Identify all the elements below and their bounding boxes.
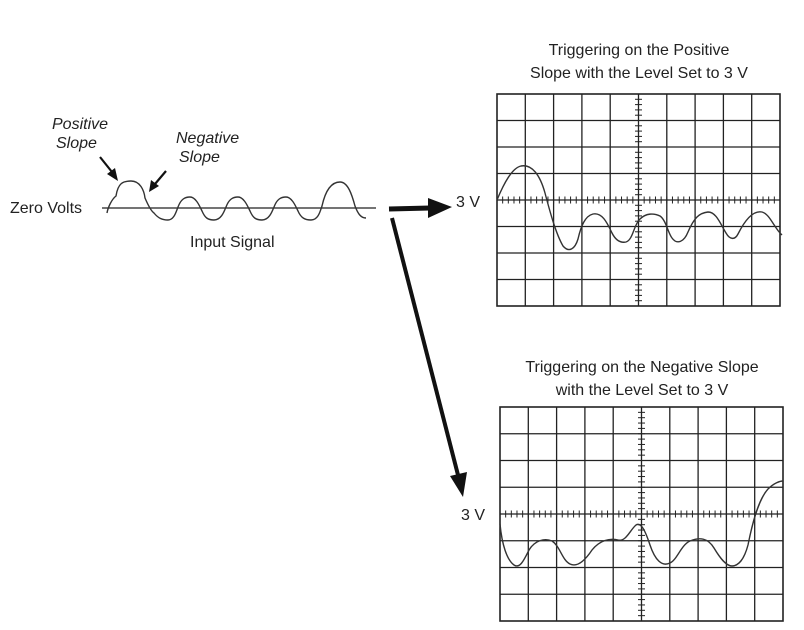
positive-scope-graticule [496,93,781,307]
negative-slope-label-line1: Negative [176,130,239,147]
arrow-to-negative-scope [390,217,467,497]
negative-slope-label-line2: Slope [179,149,220,166]
zero-volts-label: Zero Volts [10,200,82,217]
positive-slope-scope: Triggering on the Positive Slope with th… [456,42,783,307]
negative-scope-title-line1: Triggering on the Negative Slope [525,359,758,376]
input-signal-waveform [106,180,367,221]
negative-slope-scope: Triggering on the Negative Slope with th… [461,359,784,622]
positive-slope-label-line2: Slope [56,135,97,152]
negative-slope-pointer [149,170,167,192]
negative-scope-waveform [499,480,784,567]
positive-slope-pointer [99,156,118,181]
input-signal-section: Positive Slope Negative Slope Zero Volts… [10,116,376,251]
negative-scope-title-line2: with the Level Set to 3 V [555,382,729,399]
negative-scope-level-label: 3 V [461,507,485,524]
positive-slope-label-line1: Positive [52,116,108,133]
positive-scope-level-label: 3 V [456,194,480,211]
positive-scope-waveform [496,165,783,251]
positive-scope-title-line2: Slope with the Level Set to 3 V [530,65,748,82]
positive-scope-title-line1: Triggering on the Positive [549,42,730,59]
input-signal-label: Input Signal [190,234,275,251]
negative-scope-graticule [499,406,784,622]
arrow-to-positive-scope [388,198,452,218]
